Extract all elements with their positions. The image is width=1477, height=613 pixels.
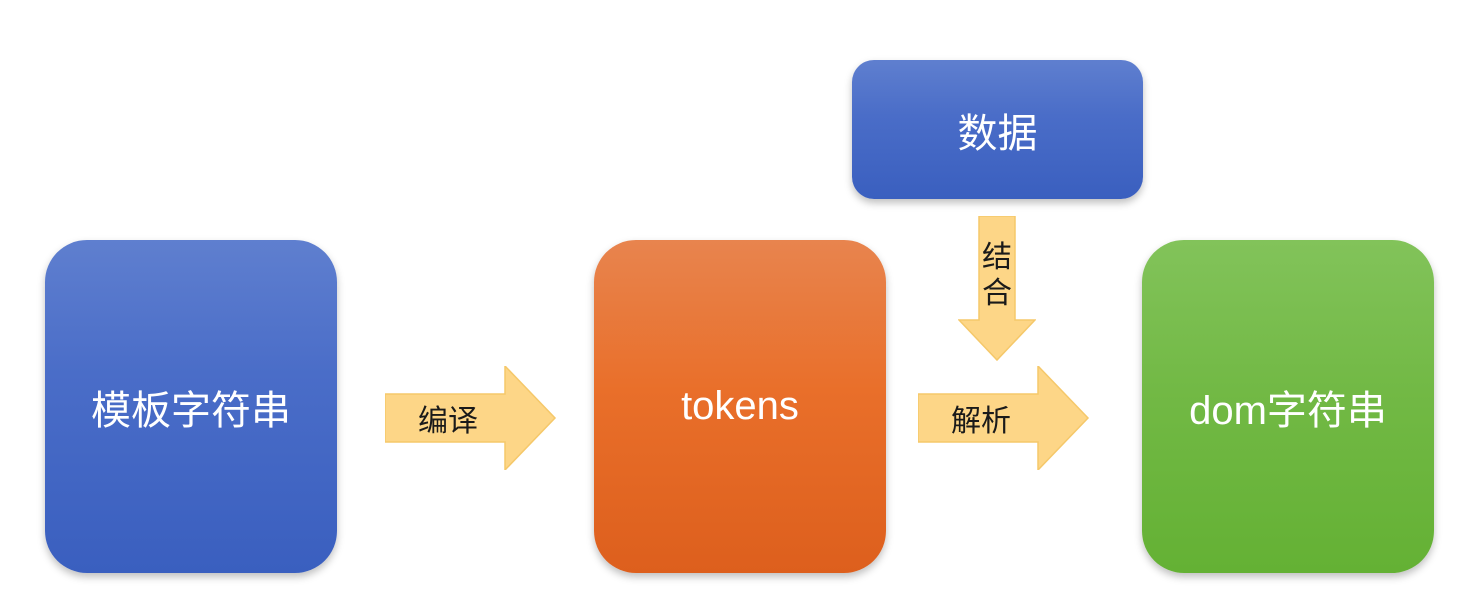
data-label: 数据 [957,110,1038,157]
compile-label: 编译 [418,404,478,439]
combine-label: 结合 [979,240,1015,312]
tokens-label: tokens [681,384,799,428]
parse-arrow [918,366,1090,470]
template-string-label: 模板字符串 [91,387,291,434]
compile-arrow-shape [385,366,557,470]
template-string-node: 模板字符串 [45,240,337,573]
tokens-node: tokens [594,240,886,573]
combine-arrow [958,216,1036,362]
data-node: 数据 [852,60,1143,199]
dom-string-label: dom字符串 [1189,388,1387,433]
combine-arrow-shape [958,216,1036,362]
parse-arrow-shape [918,366,1090,470]
compile-arrow [385,366,557,470]
combine-label-char-1: 结 [982,240,1012,275]
dom-string-node: dom字符串 [1142,240,1434,573]
combine-label-char-2: 合 [982,276,1012,311]
parse-label: 解析 [951,404,1011,439]
